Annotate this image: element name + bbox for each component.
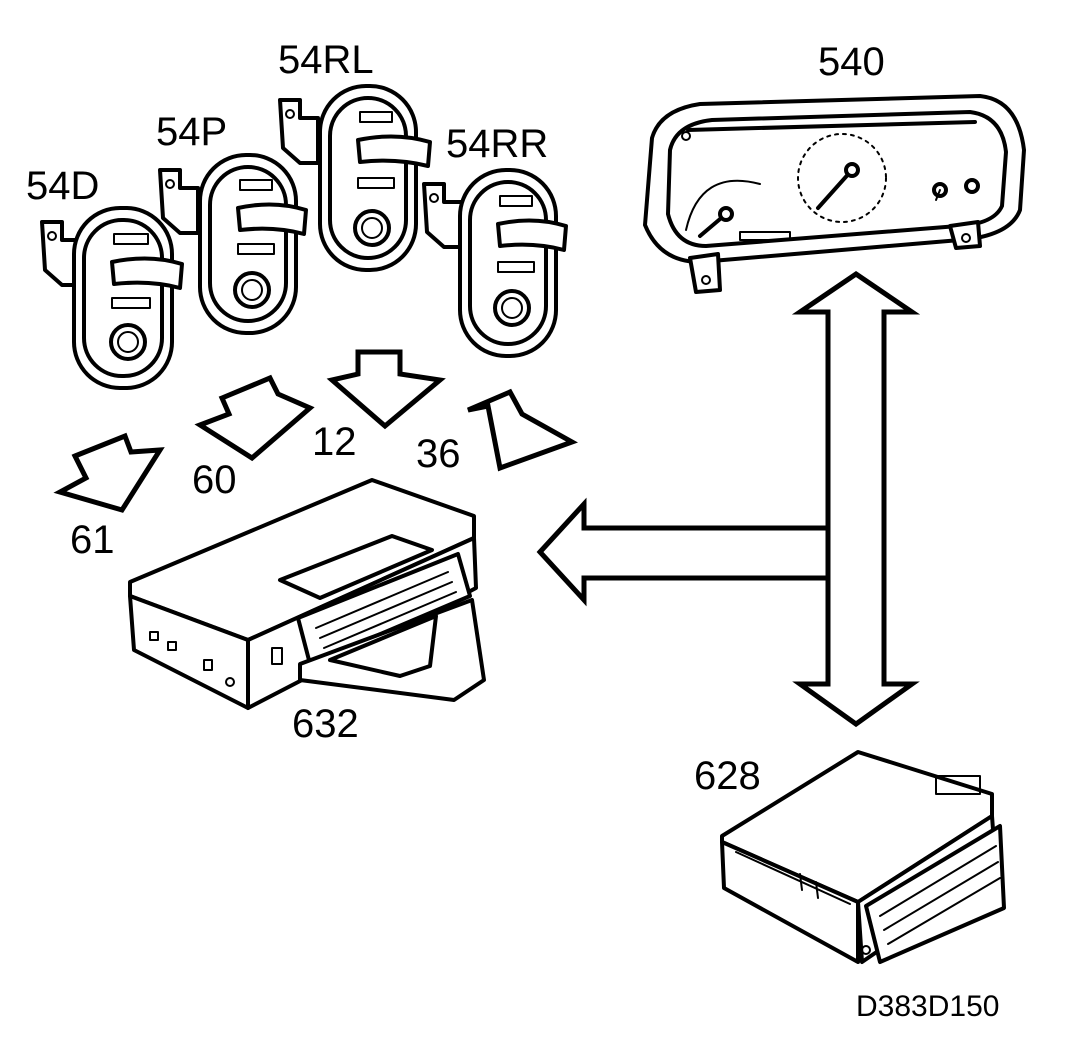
switch-54d xyxy=(40,206,184,390)
double-arrow-vertical xyxy=(791,270,921,728)
label-instrument-cluster: 540 xyxy=(818,40,885,84)
label-switch-54p: 54P xyxy=(156,110,228,154)
secondary-module-628 xyxy=(720,750,1006,964)
label-wire-36: 36 xyxy=(416,432,461,476)
drawing-code: D383D150 xyxy=(856,990,1000,1023)
arrow-wire-61 xyxy=(53,432,165,513)
arrow-to-module xyxy=(536,497,831,607)
label-secondary-module: 628 xyxy=(694,754,761,798)
instrument-cluster-540 xyxy=(643,94,1026,294)
label-wire-60: 60 xyxy=(192,458,237,502)
arrow-wire-60 xyxy=(194,374,315,462)
switch-54p xyxy=(158,153,308,335)
arrow-wire-12 xyxy=(326,349,446,430)
switch-54rl xyxy=(278,84,432,272)
label-control-module: 632 xyxy=(292,702,359,746)
label-wire-12: 12 xyxy=(312,420,357,464)
switch-54rr xyxy=(422,168,568,358)
control-module-632 xyxy=(128,478,486,710)
label-switch-54d: 54D xyxy=(26,164,100,208)
label-switch-54rl: 54RL xyxy=(278,38,374,82)
arrow-wire-36 xyxy=(467,388,578,472)
label-wire-61: 61 xyxy=(70,518,115,562)
label-switch-54rr: 54RR xyxy=(446,122,549,166)
